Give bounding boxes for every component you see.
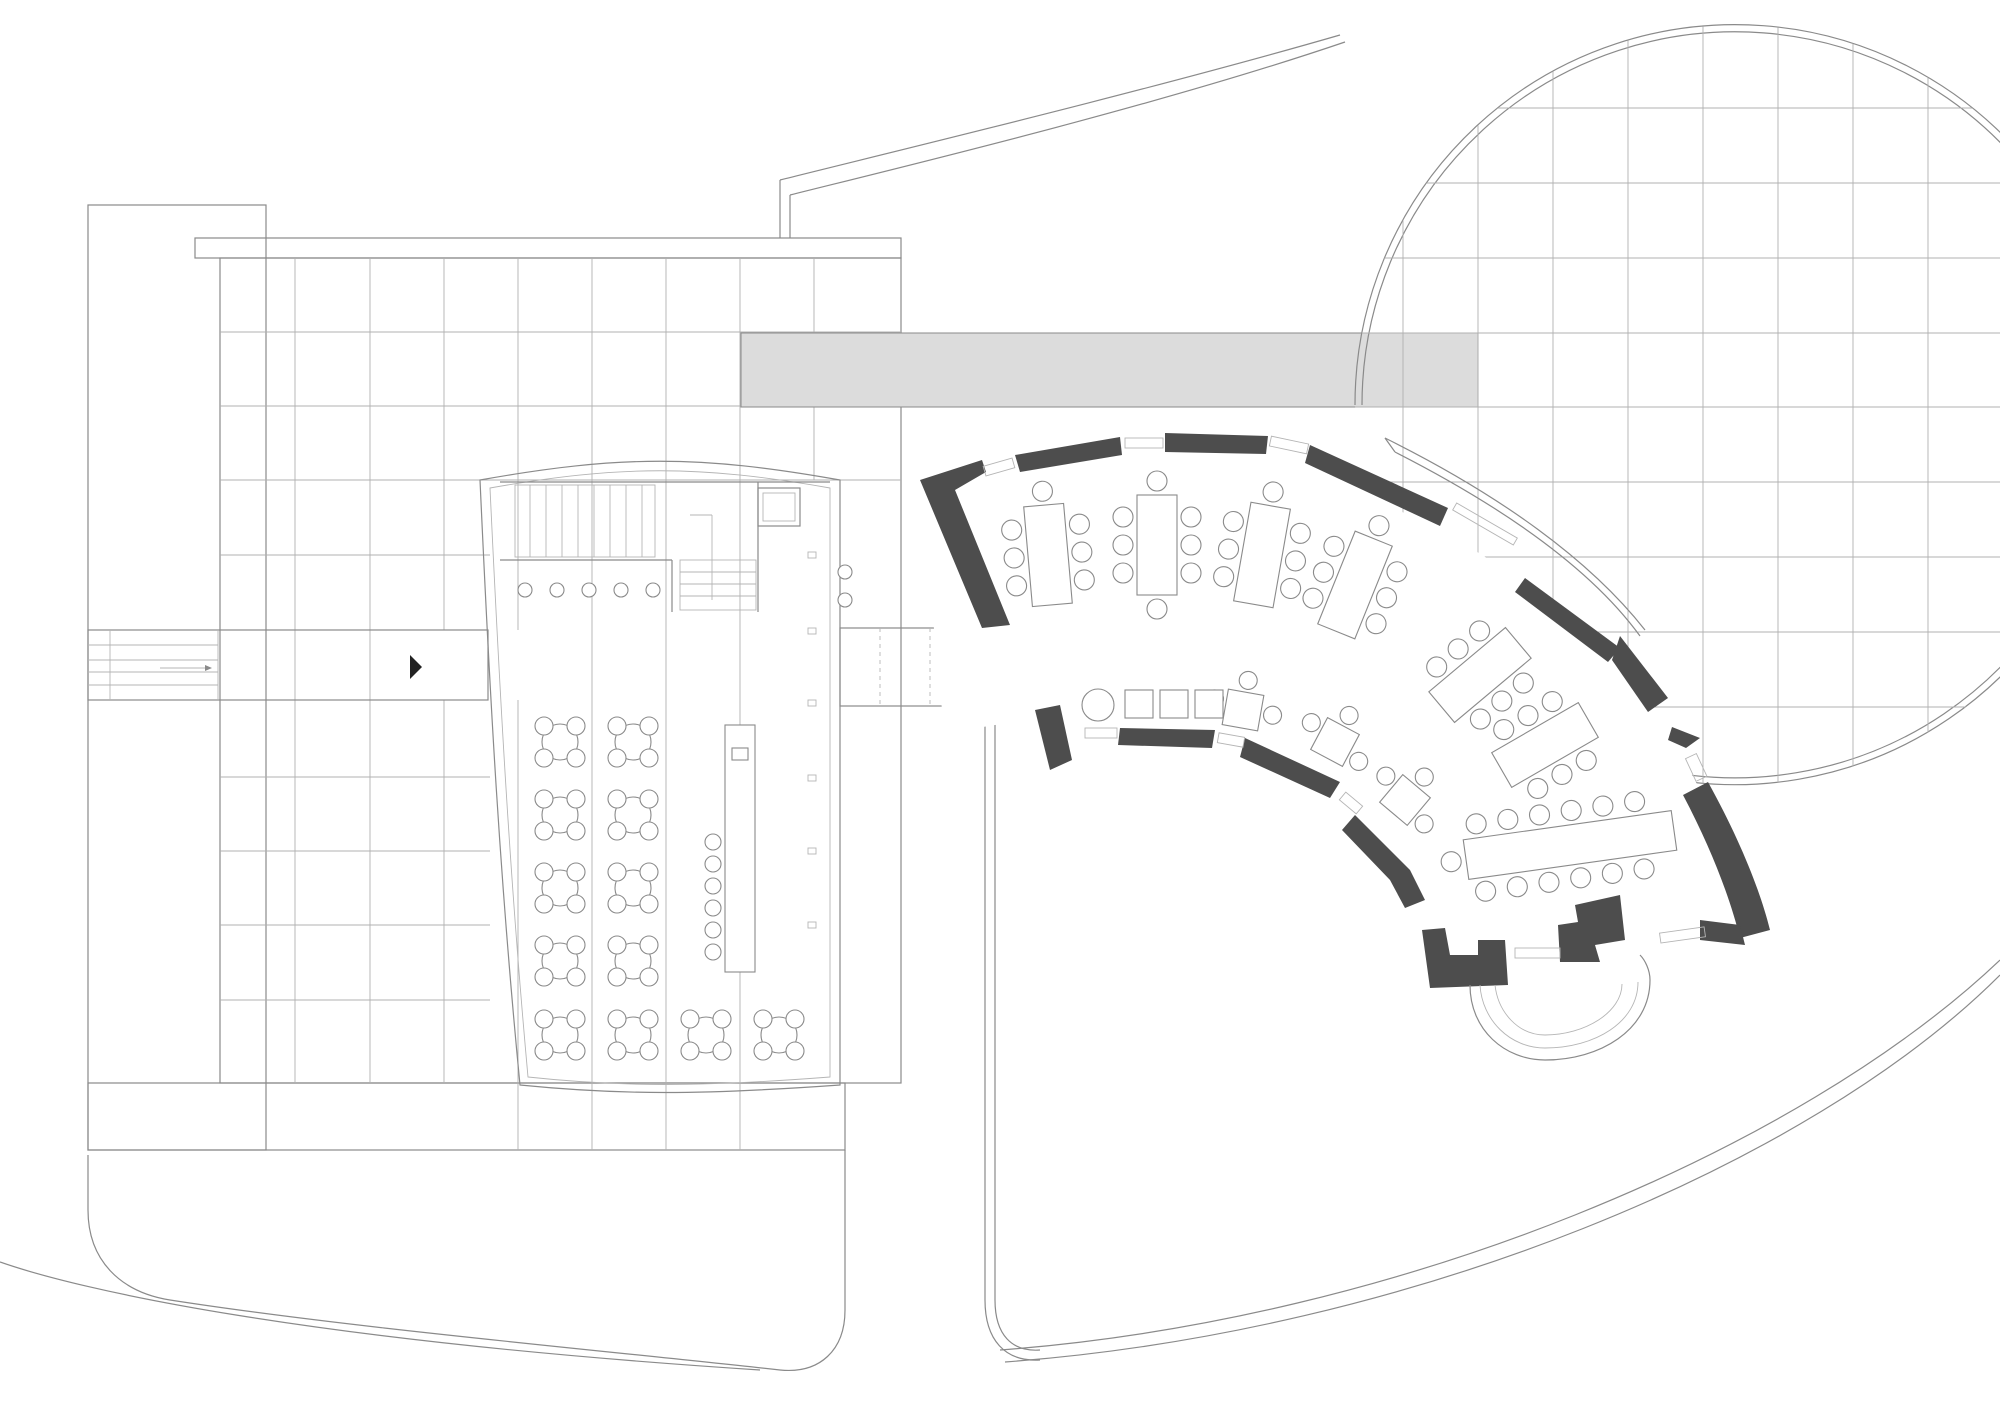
cafe-building — [479, 460, 853, 1094]
windows — [982, 435, 1708, 959]
round-tables — [534, 716, 805, 1061]
left-terrace — [87, 180, 902, 1151]
curved-building — [920, 433, 1770, 1061]
site-boundary — [0, 34, 2000, 1372]
bar-stools-top — [517, 582, 661, 598]
triangle-arrow-icon — [410, 655, 422, 679]
classroom-tables — [1001, 470, 1678, 902]
terrace-grid — [220, 258, 901, 1150]
outer-walls — [920, 433, 1770, 945]
stair — [514, 484, 757, 611]
bar-stools — [704, 833, 722, 961]
bar-counter — [724, 724, 756, 973]
window-mullions — [807, 551, 817, 929]
entrance-steps — [88, 630, 219, 700]
inner-walls — [1035, 705, 1625, 988]
